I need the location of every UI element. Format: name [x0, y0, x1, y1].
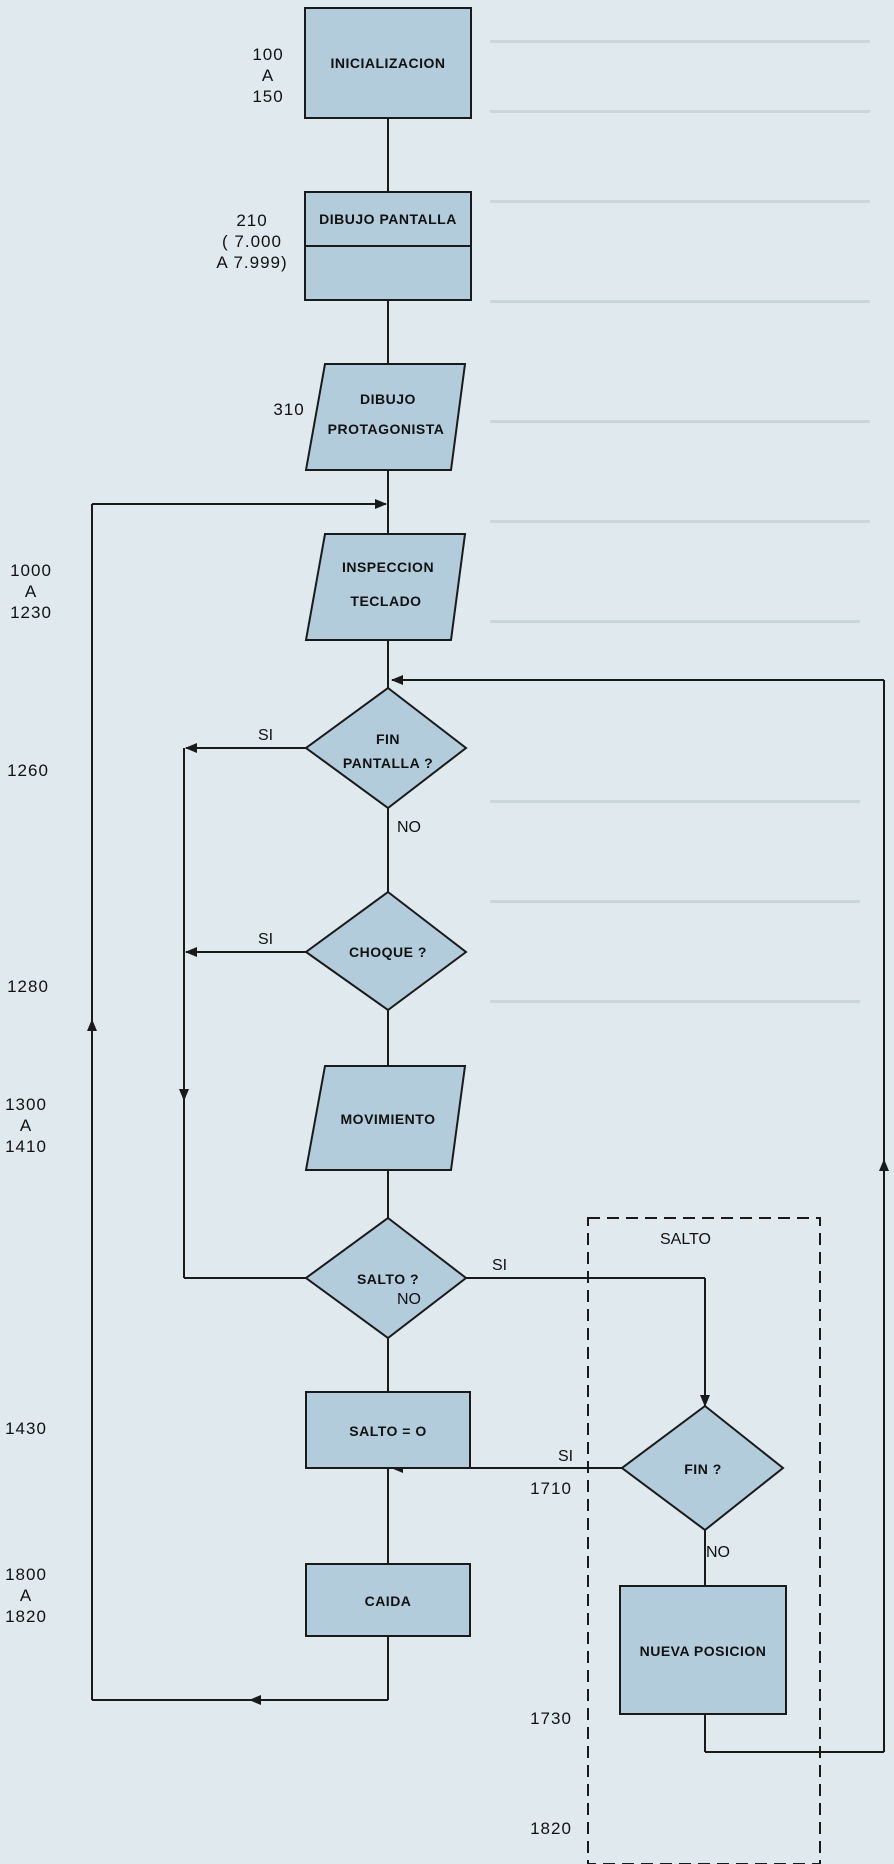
parallelogram-dibujo-protagonista [304, 363, 467, 471]
label-si-fin: SI [558, 1448, 573, 1465]
background-text-line [490, 110, 870, 113]
label-inicializacion: INICIALIZACION [330, 55, 445, 71]
label-teclado: TECLADO [350, 593, 421, 609]
line-number-1280: 1280 [7, 977, 49, 996]
connector-lines [87, 118, 889, 1864]
label-fin-salto: FIN ? [684, 1461, 722, 1477]
label-no-salto: NO [397, 1291, 421, 1308]
line-number-1730: 1730 [530, 1709, 572, 1728]
label-pantalla: PANTALLA ? [343, 755, 433, 771]
diamond-fin-pantalla [304, 686, 468, 810]
diamond-salto [304, 1216, 468, 1340]
label-inspeccion: INSPECCION [342, 559, 434, 575]
background-text-line [490, 200, 870, 203]
line-number-1300: 1300 A 1410 [5, 1095, 47, 1156]
shapes [304, 7, 787, 1715]
subroutine-box [587, 1217, 821, 1864]
box-nueva-posicion [619, 1585, 787, 1715]
background-text-line [490, 520, 870, 523]
background-text-line [490, 1000, 860, 1003]
background-text-line [490, 300, 870, 303]
box-caida [305, 1563, 471, 1637]
label-si-salto: SI [492, 1257, 507, 1274]
label-si-fin-pantalla: SI [258, 727, 273, 744]
line-number-1260: 1260 [7, 761, 49, 780]
label-dibujo: DIBUJO [360, 391, 416, 407]
line-number-310: 310 [273, 400, 305, 419]
label-caida: CAIDA [365, 1593, 412, 1609]
line-number-1710: 1710 [530, 1479, 572, 1498]
label-no-fin: NO [706, 1544, 730, 1561]
background-text-line [490, 420, 870, 423]
box-salto-cero [305, 1391, 471, 1469]
diamond-choque [304, 890, 468, 1012]
label-fin: FIN [376, 731, 400, 747]
box-inicializacion [304, 7, 472, 119]
label-dibujo-pantalla: DIBUJO PANTALLA [319, 211, 457, 227]
line-number-1800: 1800 A 1820 [5, 1565, 47, 1626]
diamond-fin [620, 1404, 785, 1532]
label-no-fin-pantalla: NO [397, 819, 421, 836]
background-text-line [490, 900, 860, 903]
line-number-100: 100 A 150 [252, 45, 284, 106]
parallelogram-inspeccion [304, 533, 467, 641]
line-number-1820: 1820 [530, 1819, 572, 1838]
line-number-1430: 1430 [5, 1419, 47, 1438]
label-movimiento: MOVIMIENTO [341, 1111, 436, 1127]
label-salto: SALTO ? [357, 1271, 419, 1287]
label-si-choque: SI [258, 931, 273, 948]
label-choque: CHOQUE ? [349, 944, 427, 960]
background-text-line [490, 800, 860, 803]
label-nueva-posicion: NUEVA POSICION [640, 1643, 767, 1659]
label-protagonista: PROTAGONISTA [328, 421, 445, 437]
subroutine-title: SALTO [660, 1231, 711, 1248]
label-salto-cero: SALTO = O [349, 1423, 427, 1439]
parallelogram-movimiento [304, 1065, 467, 1171]
background-text-line [490, 40, 870, 43]
background-text-line [490, 620, 860, 623]
line-number-1000: 1000 A 1230 [10, 561, 52, 622]
line-number-210: 210 ( 7.000 A 7.999) [216, 211, 288, 272]
